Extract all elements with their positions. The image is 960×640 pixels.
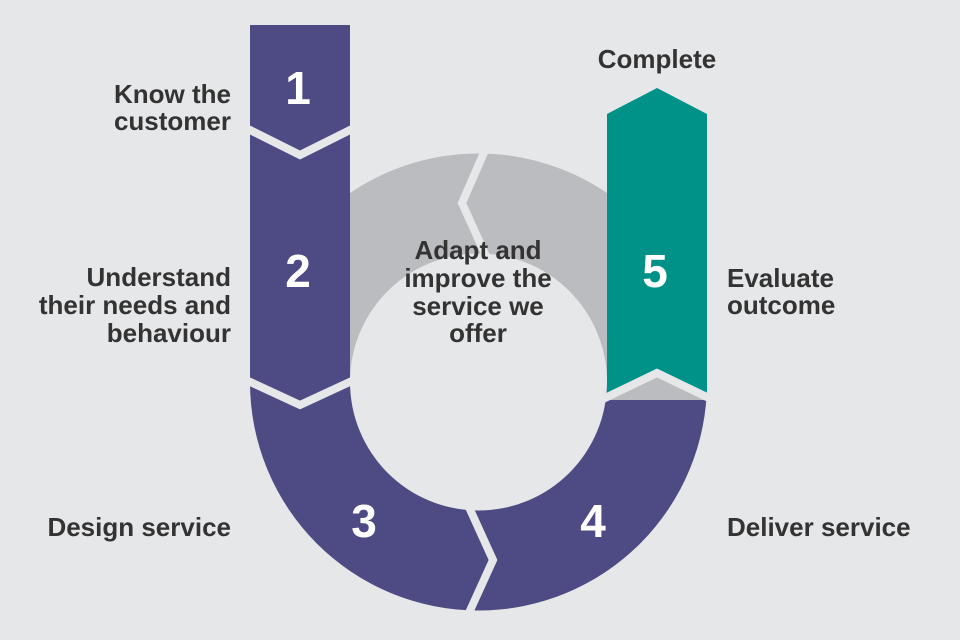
purple-u-path	[250, 25, 707, 611]
step-2-label: their needs and	[39, 290, 231, 320]
step-1-label: customer	[114, 106, 231, 136]
center-line: improve the	[404, 263, 551, 293]
step-2-number: 2	[285, 245, 311, 297]
step-4-number: 4	[580, 495, 606, 547]
step-1-label: Know the	[114, 79, 231, 109]
step-5-arrow	[607, 88, 707, 395]
center-line: service we	[412, 291, 544, 321]
complete-label: Complete	[598, 44, 716, 74]
step-5-label: outcome	[727, 290, 835, 320]
center-text: Adapt and improve the service we offer	[404, 235, 551, 348]
step-1-number: 1	[285, 62, 311, 114]
center-line: Adapt and	[414, 235, 541, 265]
gap-2-3	[244, 376, 356, 410]
gap-1-2	[244, 124, 356, 160]
step-4-label: Deliver service	[727, 512, 911, 542]
center-line: offer	[449, 318, 507, 348]
step-5-number: 5	[642, 245, 668, 297]
gap-4-5	[601, 368, 713, 403]
step-2-label: behaviour	[107, 318, 231, 348]
step-3-number: 3	[351, 495, 377, 547]
gap-3-4	[464, 503, 498, 617]
step-2-label: Understand	[87, 262, 231, 292]
step-5-label: Evaluate	[727, 263, 834, 293]
step-3-label: Design service	[47, 512, 231, 542]
ring-gap	[457, 146, 490, 258]
